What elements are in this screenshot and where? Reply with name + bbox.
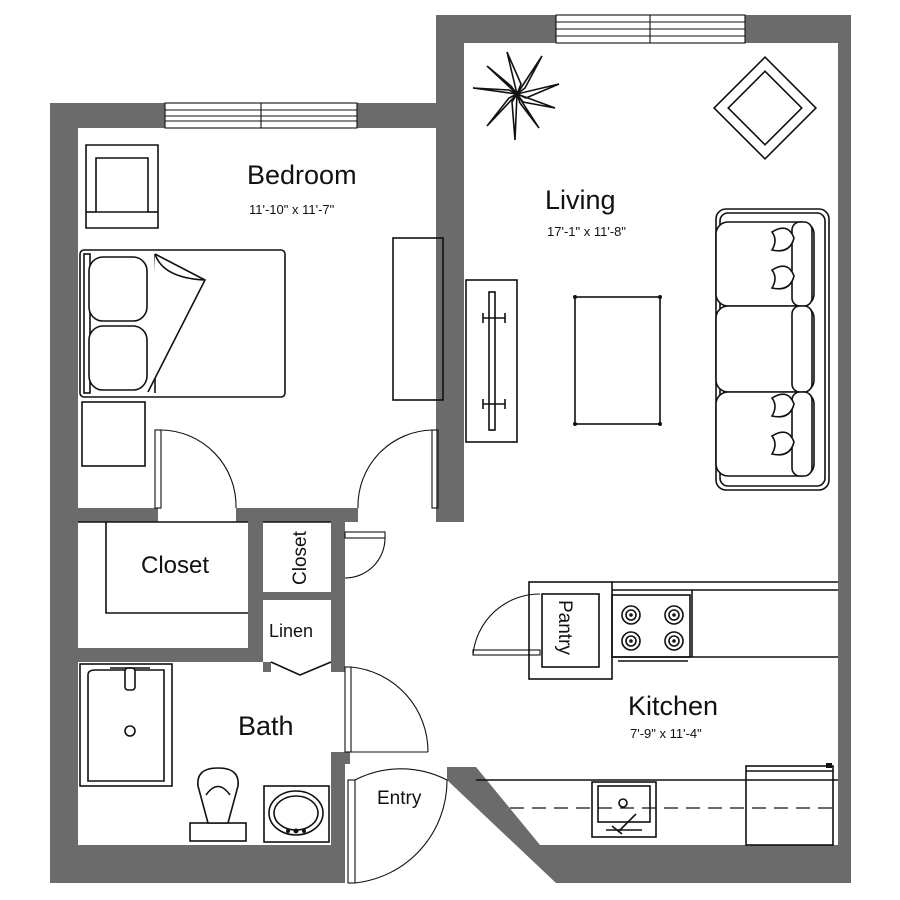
throw-pillow xyxy=(770,265,795,290)
wall-living-north-right xyxy=(745,15,851,43)
bedroom-label: Bedroom xyxy=(247,160,357,190)
closet-label: Closet xyxy=(141,552,209,579)
sofa xyxy=(715,208,830,491)
living-window xyxy=(555,14,746,44)
pantry xyxy=(472,581,613,680)
bath-fixtures xyxy=(79,663,429,843)
wall-bedroom-living-divider xyxy=(436,15,464,522)
throw-pillow xyxy=(770,227,795,252)
bed xyxy=(79,249,286,398)
small-closet-door xyxy=(344,531,386,579)
large-closet xyxy=(105,522,248,614)
plant-icon xyxy=(472,51,560,141)
throw-pillow xyxy=(770,393,795,418)
bathtub xyxy=(79,663,173,787)
wall-small-closet-south xyxy=(263,592,331,600)
kitchen-label: Kitchen xyxy=(628,691,718,721)
living-armchair xyxy=(712,55,818,161)
coffee-table xyxy=(574,296,661,425)
bedroom-closet-door xyxy=(154,429,237,509)
nightstand xyxy=(81,401,146,467)
dresser xyxy=(392,237,444,401)
entry-label: Entry xyxy=(377,788,422,809)
bedroom-dimensions: 11'-10" x 11'-7" xyxy=(249,202,335,217)
bath-door xyxy=(344,666,429,753)
wall-bath-north xyxy=(78,648,263,662)
entry-door xyxy=(347,768,448,884)
living-dimensions: 17'-1" x 11'-8" xyxy=(547,224,626,239)
wall-south-right xyxy=(447,767,851,883)
stove-range xyxy=(611,594,691,662)
living-furniture xyxy=(465,51,830,491)
wall-west xyxy=(50,103,78,883)
wall-closet-divider xyxy=(248,522,263,662)
pillow xyxy=(88,256,148,322)
wall-south-left xyxy=(50,845,345,883)
small-closet-label: Closet xyxy=(290,530,311,585)
bedroom-armchair xyxy=(85,144,159,229)
wall-linen-east xyxy=(331,522,345,672)
wall-bedroom-north-right xyxy=(357,103,437,128)
living-label: Living xyxy=(545,185,616,215)
bath-label: Bath xyxy=(238,711,294,741)
wall-living-north-left xyxy=(436,15,556,43)
wall-east xyxy=(838,15,851,883)
wall-entry-jamb xyxy=(345,752,350,764)
kitchen-sink xyxy=(591,781,657,838)
toilet xyxy=(189,767,247,842)
linen-bifold-door xyxy=(270,661,332,676)
wall-bedroom-south-c xyxy=(436,508,464,522)
pantry-label: Pantry xyxy=(554,600,575,655)
throw-pillow xyxy=(770,431,795,456)
walls xyxy=(50,15,851,883)
wall-linen-stub xyxy=(263,662,271,672)
tv-console xyxy=(465,279,518,443)
wall-bedroom-south-b xyxy=(236,508,358,522)
linen-label: Linen xyxy=(269,621,313,641)
refrigerator xyxy=(745,763,834,846)
kitchen-dimensions: 7'-9" x 11'-4" xyxy=(630,726,702,741)
bedroom-furniture xyxy=(79,144,444,509)
bedroom-window xyxy=(164,102,358,129)
pillow xyxy=(88,325,148,391)
bedroom-door xyxy=(357,429,439,509)
windows xyxy=(164,14,746,129)
wall-bedroom-south-a xyxy=(78,508,158,522)
kitchen-fixtures: Pantry xyxy=(472,581,838,846)
wall-bath-east xyxy=(331,752,345,883)
wall-bedroom-north-left xyxy=(50,103,165,128)
bath-sink xyxy=(263,785,330,843)
